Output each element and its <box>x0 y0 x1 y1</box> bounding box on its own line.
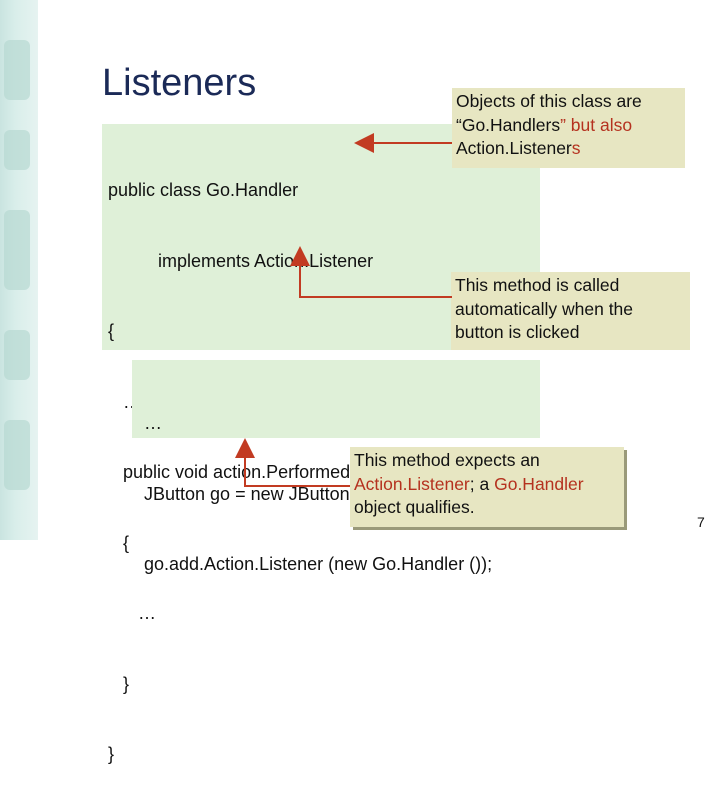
callout-objects: Objects of this class are “Go.Handlers” … <box>452 88 685 168</box>
callout-arrows <box>235 133 452 487</box>
callout-line: Objects of this class are <box>456 91 642 111</box>
callout-line: object qualifies. <box>354 497 475 517</box>
page-number: 7 <box>697 514 705 530</box>
callout-line: automatically when the <box>455 298 634 319</box>
callout-line: This method expects an <box>354 450 540 470</box>
arrow-to-add-action-listener <box>235 438 350 487</box>
arrow-to-action-performed <box>290 246 452 298</box>
code-line: go.add.Action.Listener (new Go.Handler (… <box>144 554 493 574</box>
code-line: implements Action.Listener <box>108 250 374 271</box>
callout-method: This method is called automatically when… <box>451 272 690 350</box>
code-line: … <box>108 603 157 623</box>
code-line: { <box>108 321 115 341</box>
callout-line: “Go.Handlers” but also <box>456 114 633 135</box>
callout-line: button is clicked <box>455 322 580 342</box>
callout-expects: This method expects an Action.Listener; … <box>350 447 624 527</box>
callout-line: Action.Listeners <box>456 138 581 158</box>
code-line: } <box>108 744 115 764</box>
code-block-2-background <box>132 360 540 438</box>
decorative-sidebar <box>0 0 38 540</box>
callout-line: Action.Listener; a Go.Handler <box>354 473 584 494</box>
code-line: } <box>108 673 130 694</box>
slide-title: Listeners <box>102 62 257 104</box>
code-line: … <box>144 413 162 433</box>
callout-line: This method is called <box>455 275 620 295</box>
code-line: public class Go.Handler <box>108 180 299 200</box>
